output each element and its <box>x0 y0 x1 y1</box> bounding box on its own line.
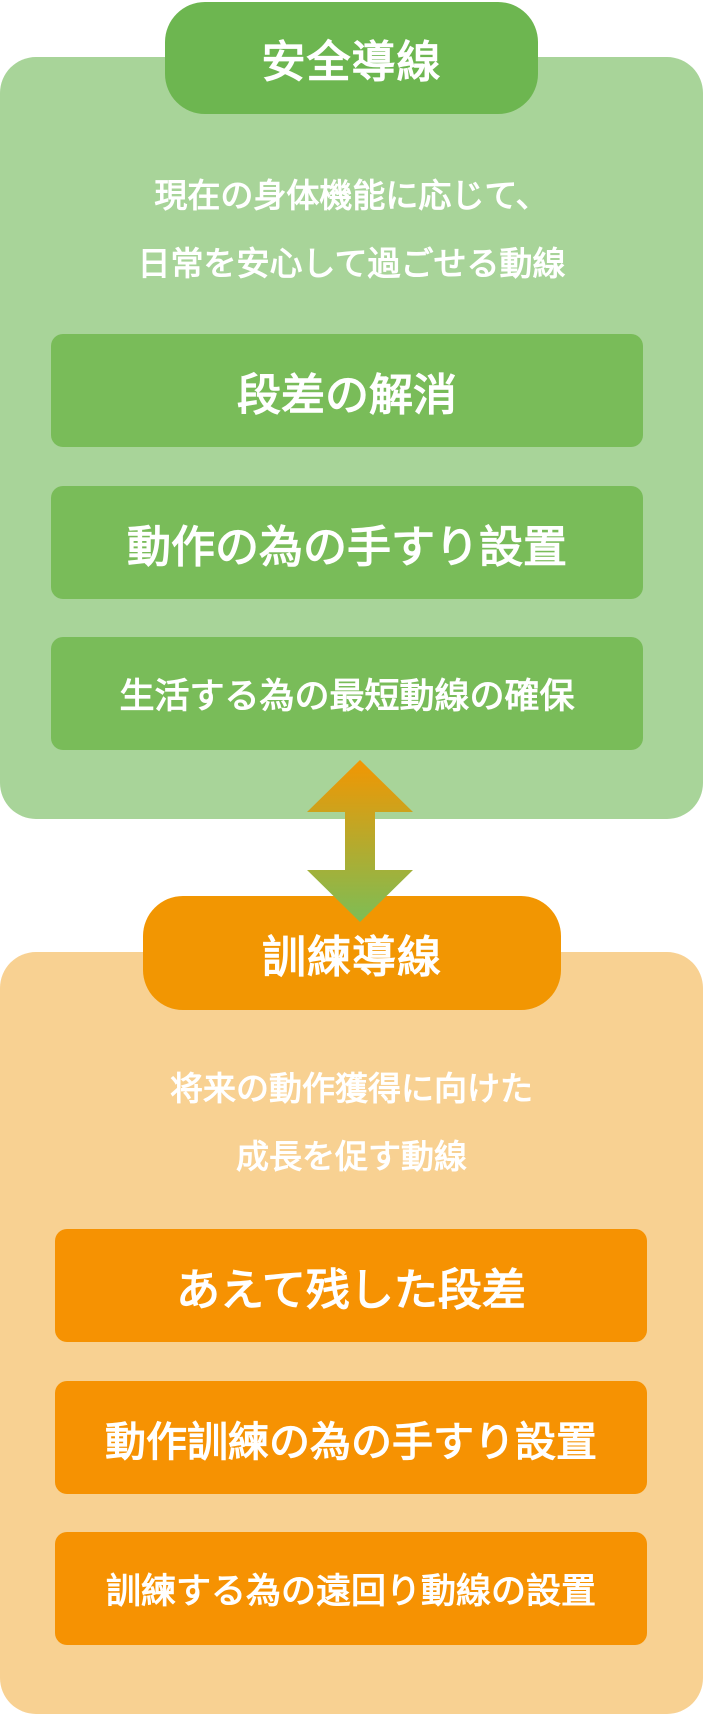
safety-item-label: 生活する為の最短動線の確保 <box>119 677 575 717</box>
training-item-label: 訓練する為の遠回り動線の設置 <box>105 1572 596 1612</box>
training-item-detour-route: 訓練する為の遠回り動線の設置 <box>55 1532 647 1645</box>
safety-item-step-removal: 段差の解消 <box>51 334 643 447</box>
training-description-line-2: 成長を促す動線 <box>236 1137 467 1176</box>
safety-item-label: 動作の為の手すり設置 <box>127 521 567 573</box>
training-description-line-1: 将来の動作獲得に向けた <box>170 1069 533 1108</box>
training-item-label: 動作訓練の為の手すり設置 <box>105 1417 597 1466</box>
safety-item-shortest-route: 生活する為の最短動線の確保 <box>51 637 643 750</box>
training-route-description: 将来の動作獲得に向けた 成長を促す動線 <box>0 1055 703 1191</box>
training-route-title: 訓練導線 <box>143 896 561 1010</box>
safety-route-title-text: 安全導線 <box>261 37 442 88</box>
safety-route-description: 現在の身体機能に応じて、 日常を安心して過ごせる動線 <box>0 162 703 298</box>
safety-item-handrail: 動作の為の手すり設置 <box>51 486 643 599</box>
training-item-handrail: 動作訓練の為の手すり設置 <box>55 1381 647 1494</box>
safety-description-line-2: 日常を安心して過ごせる動線 <box>137 244 566 283</box>
safety-description-line-1: 現在の身体機能に応じて、 <box>154 176 549 215</box>
training-route-title-text: 訓練導線 <box>262 932 442 983</box>
double-arrow-icon <box>307 760 413 922</box>
safety-route-title: 安全導線 <box>165 2 538 114</box>
safety-item-label: 段差の解消 <box>237 369 457 421</box>
training-item-remaining-step: あえて残した段差 <box>55 1229 647 1342</box>
training-item-label: あえて残した段差 <box>176 1264 526 1316</box>
